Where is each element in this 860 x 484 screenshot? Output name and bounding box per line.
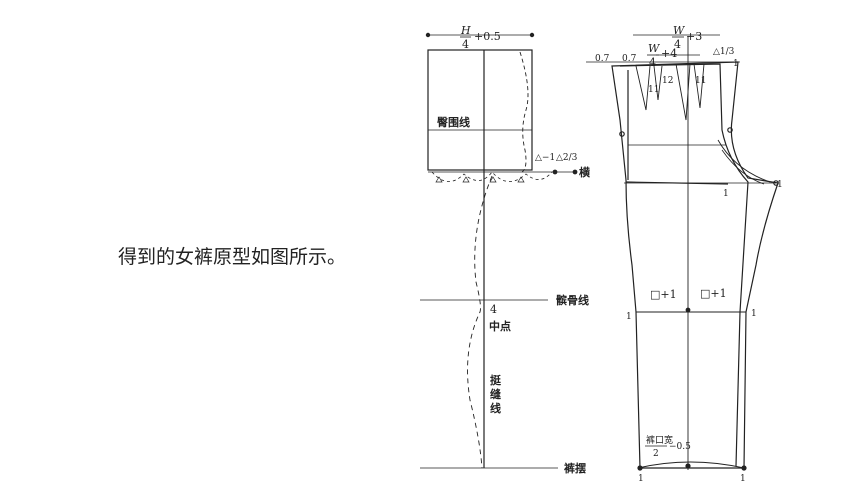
hip-rectangle xyxy=(427,49,533,171)
delta-minus-1-label: △−1 xyxy=(535,153,555,163)
waist-w-numerator: W xyxy=(673,24,686,37)
crotch-1-b: 1 xyxy=(777,180,783,190)
hem-1-right: 1 xyxy=(740,474,746,484)
knee-1-left: 1 xyxy=(626,312,632,322)
offset-07-b: 0.7 xyxy=(622,54,637,64)
dart-11-a: 11 xyxy=(648,85,659,95)
waist2-plus4: +4 xyxy=(661,47,677,60)
trousers-outer-outline xyxy=(611,61,779,469)
knee-square-right: □+1 xyxy=(700,287,727,300)
waist2-w-numerator: W xyxy=(648,42,661,55)
hip-line-label: 臀围线 xyxy=(437,115,470,129)
offset-07-a: 0.7 xyxy=(595,54,610,64)
knee-square-left: □+1 xyxy=(650,288,677,301)
dart-12: 12 xyxy=(662,76,673,86)
crotch-1-a: 1 xyxy=(723,189,729,199)
hip-formula-denominator: 4 xyxy=(462,38,469,51)
waist-plus3: +3 xyxy=(686,30,702,43)
caption-text: 得到的女裤原型如图所示。 xyxy=(118,246,347,268)
knee-1-right: 1 xyxy=(751,309,757,319)
crease-line-label-1: 挺 xyxy=(490,373,502,387)
crotch-dashed-scallops xyxy=(431,171,553,182)
waist2-w-denominator: 4 xyxy=(649,56,656,69)
inseam-dashed-curve xyxy=(467,175,493,469)
hip-formula-numerator: H xyxy=(460,24,471,37)
waist-w-denominator: 4 xyxy=(674,38,681,51)
side-seam-dashed-curve xyxy=(519,51,529,173)
dart-11-b: 11 xyxy=(695,76,706,86)
delta-one-third-label: △1/3 xyxy=(713,47,735,57)
midpoint-label: 中点 xyxy=(489,319,511,333)
hem-width-denominator: 2 xyxy=(653,449,659,459)
waist-darts xyxy=(635,63,705,121)
hem-line-label: 裤摆 xyxy=(563,461,586,475)
hem-width-label: 裤口宽 xyxy=(646,434,673,446)
delta-two-thirds-label: △2/3 xyxy=(556,153,578,163)
crotch-line-label: 横 xyxy=(579,165,591,179)
offset-1-top: 1 xyxy=(733,59,739,69)
knee-line-label: 髌骨线 xyxy=(556,293,589,307)
knee-offset-label: 4 xyxy=(490,303,497,316)
hip-formula-rest: +0.5 xyxy=(474,30,501,43)
hem-width-rest: −0.5 xyxy=(669,442,691,452)
crease-line-label-3: 线 xyxy=(490,401,501,415)
trousers-inner-outline xyxy=(619,63,749,467)
crease-line-label-2: 缝 xyxy=(490,387,501,401)
hem-1-left: 1 xyxy=(638,474,644,484)
